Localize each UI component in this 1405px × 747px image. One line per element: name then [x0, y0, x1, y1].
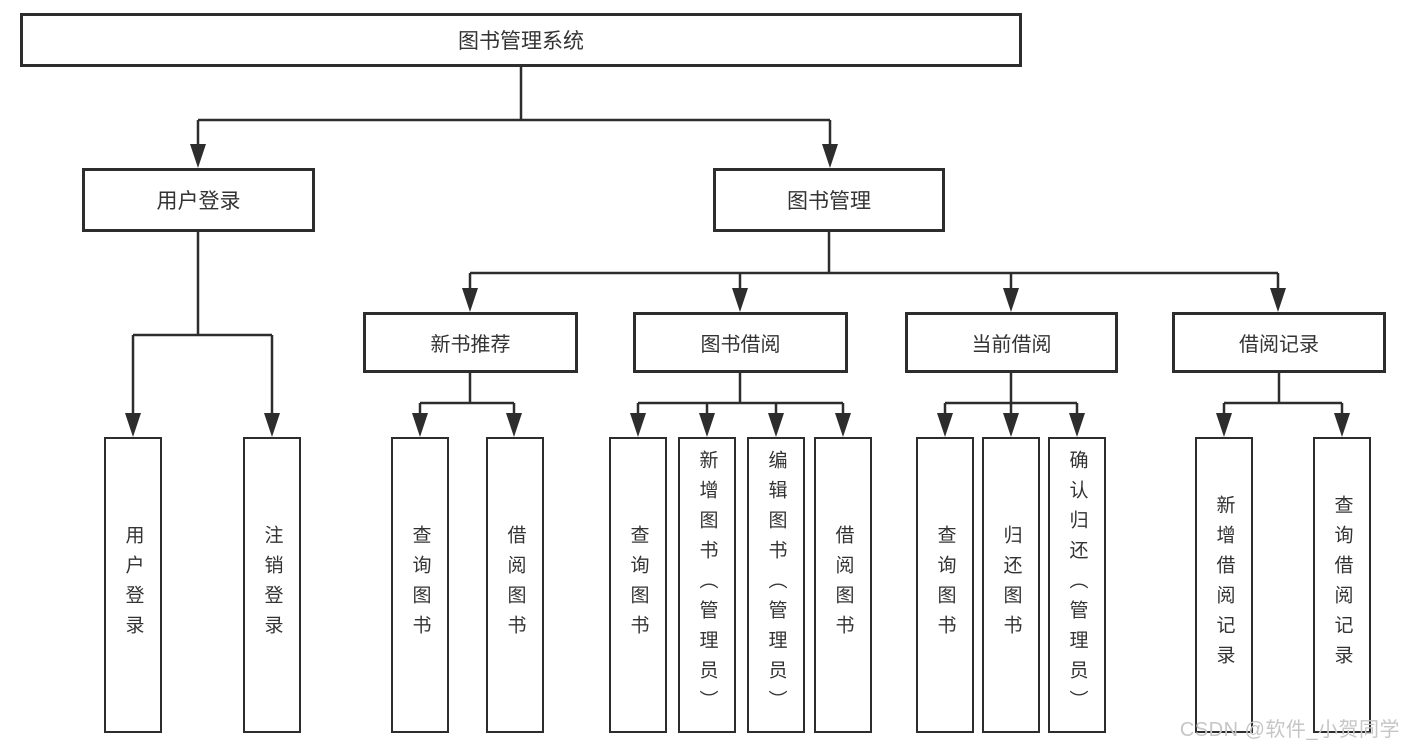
leaf-logout: 注销登录	[243, 437, 301, 733]
leaf-records-add: 新增借阅记录	[1195, 437, 1253, 733]
node-book-management-label: 图书管理	[787, 190, 871, 213]
leaf-borrow-add: 新增图书（管理员）	[678, 437, 736, 733]
node-current-borrow: 当前借阅	[905, 312, 1118, 373]
leaf-current-confirm-label: 确认归还（管理员）	[1066, 450, 1088, 720]
node-user-login: 用户登录	[82, 168, 315, 232]
leaf-borrow-edit-label: 编辑图书（管理员）	[765, 450, 787, 720]
leaf-records-query-label: 查询借阅记录	[1331, 495, 1353, 675]
node-book-management: 图书管理	[713, 168, 945, 232]
node-user-login-label: 用户登录	[156, 190, 241, 213]
leaf-current-query-label: 查询图书	[934, 525, 956, 645]
leaf-borrow-query: 查询图书	[609, 437, 667, 733]
leaf-newbook-borrow: 借阅图书	[486, 437, 544, 733]
leaf-newbook-query: 查询图书	[391, 437, 449, 733]
leaf-borrow-borrow-label: 借阅图书	[832, 525, 854, 645]
node-root-label: 图书管理系统	[458, 30, 584, 53]
leaf-user-login-label: 用户登录	[122, 525, 144, 645]
leaf-current-query: 查询图书	[916, 437, 974, 733]
leaf-newbook-borrow-label: 借阅图书	[504, 525, 526, 645]
node-new-book-recommend-label: 新书推荐	[430, 334, 511, 356]
node-new-book-recommend: 新书推荐	[363, 312, 578, 373]
leaf-borrow-edit: 编辑图书（管理员）	[747, 437, 805, 733]
node-book-borrow-label: 图书借阅	[700, 334, 781, 356]
leaf-borrow-add-label: 新增图书（管理员）	[696, 450, 718, 720]
node-root: 图书管理系统	[20, 13, 1022, 67]
leaf-user-login: 用户登录	[104, 437, 162, 733]
leaf-borrow-query-label: 查询图书	[627, 525, 649, 645]
leaf-current-return-label: 归还图书	[1000, 525, 1022, 645]
leaf-borrow-borrow: 借阅图书	[814, 437, 872, 733]
leaf-current-confirm: 确认归还（管理员）	[1048, 437, 1106, 733]
node-borrow-records: 借阅记录	[1172, 312, 1386, 373]
leaf-records-add-label: 新增借阅记录	[1213, 495, 1235, 675]
watermark: CSDN @软件_小贺同学	[1179, 719, 1400, 741]
node-borrow-records-label: 借阅记录	[1239, 334, 1319, 356]
node-book-borrow: 图书借阅	[633, 312, 848, 373]
leaf-current-return: 归还图书	[982, 437, 1040, 733]
leaf-newbook-query-label: 查询图书	[409, 525, 431, 645]
leaf-logout-label: 注销登录	[261, 525, 283, 645]
node-current-borrow-label: 当前借阅	[971, 334, 1052, 356]
leaf-records-query: 查询借阅记录	[1313, 437, 1371, 733]
